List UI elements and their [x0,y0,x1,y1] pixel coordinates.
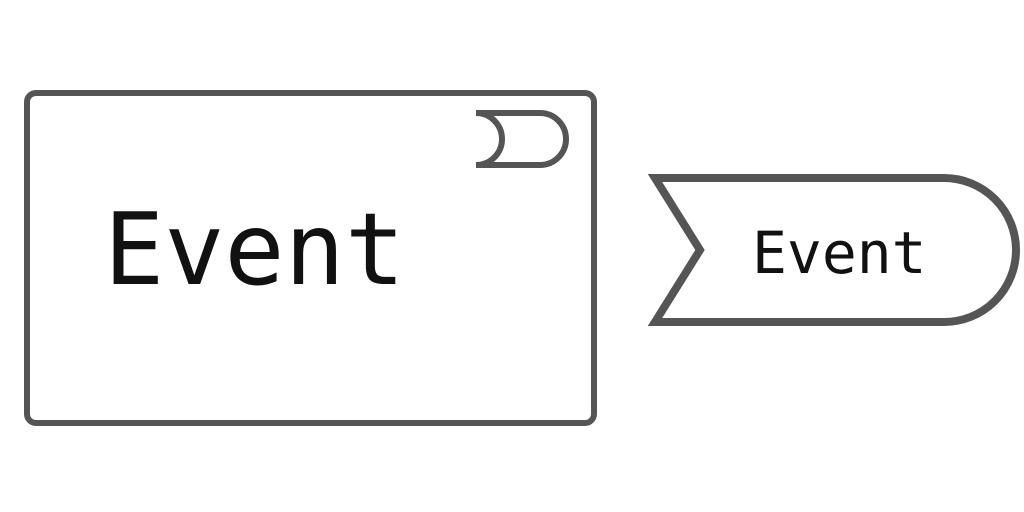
event-arrow-frame [647,174,1020,326]
event-box-frame [24,90,597,426]
event-arrow-label: Event [752,219,927,287]
event-box-label: Event [104,191,405,308]
event-icon [475,110,569,168]
event-box-element[interactable]: Event [24,90,597,426]
event-arrow-element[interactable]: Event [647,174,1020,326]
